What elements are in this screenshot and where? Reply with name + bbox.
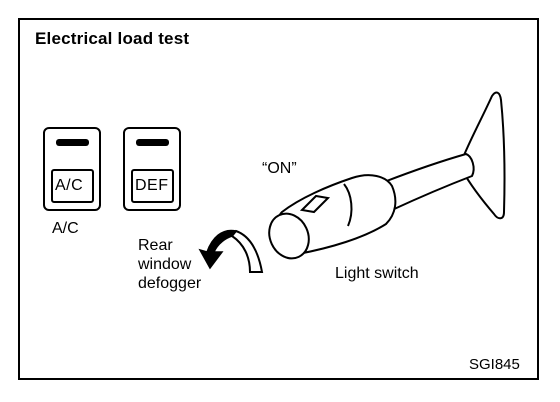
light-switch-label: Light switch [335, 265, 419, 282]
ac-button-label: A/C [55, 177, 84, 194]
figure-code: SGI845 [469, 356, 520, 373]
light-switch-lever [268, 91, 506, 260]
on-state-label: “ON” [262, 160, 297, 177]
figure-title: Electrical load test [35, 29, 190, 48]
rear-line-3: defogger [138, 275, 202, 292]
ac-indicator-lamp [56, 139, 89, 146]
rear-line-1: Rear [138, 237, 173, 254]
def-button [123, 127, 181, 211]
def-indicator-lamp [136, 139, 169, 146]
rear-defogger-label: Rear window defogger [138, 236, 201, 293]
def-button-label: DEF [135, 177, 169, 194]
figure-frame [18, 18, 539, 380]
ac-button [43, 127, 101, 211]
rotation-arrow-icon [198, 229, 264, 273]
ac-caption: A/C [52, 220, 79, 237]
rear-line-2: window [138, 256, 192, 273]
